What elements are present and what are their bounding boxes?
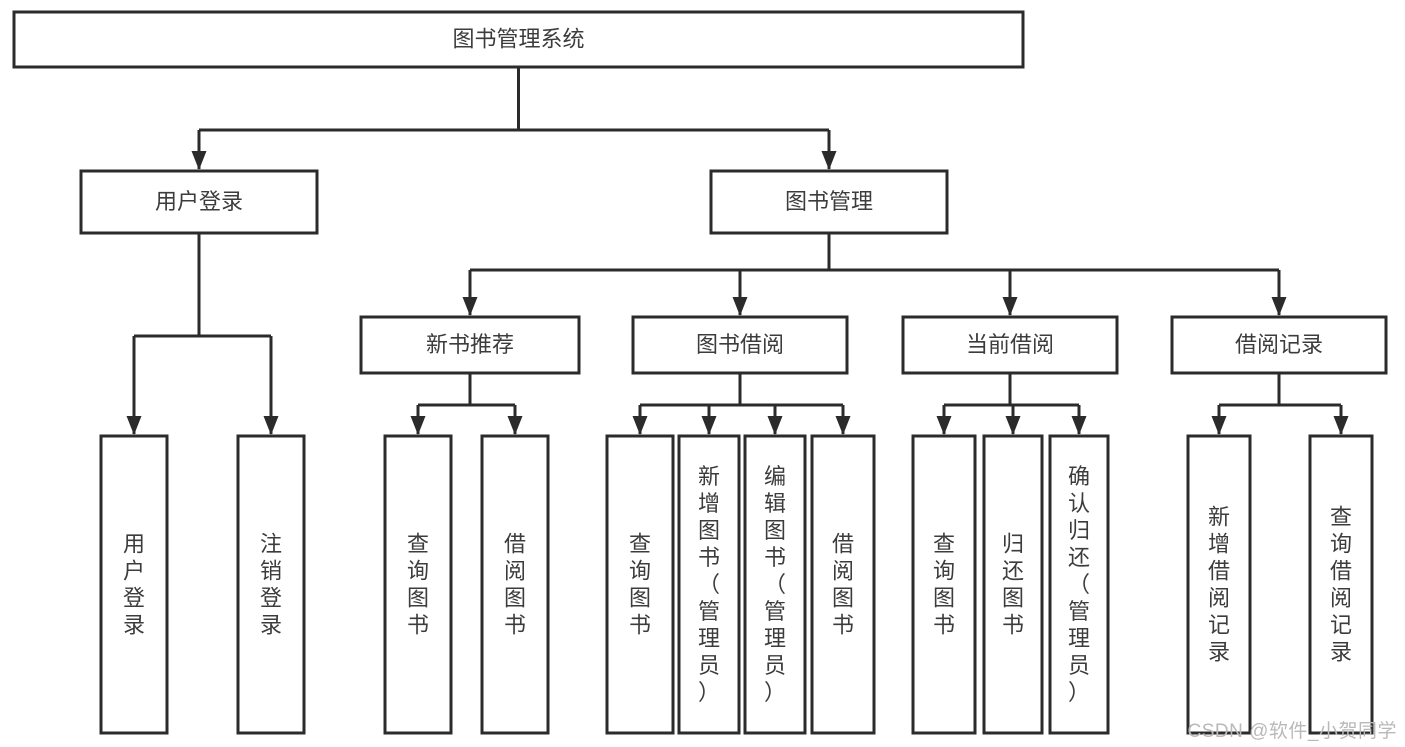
leaf-query-book-newbook-label: 查询图书 bbox=[407, 532, 429, 638]
arrow-head-leaf-add-book bbox=[701, 416, 717, 435]
leaf-add-borrow-record[interactable]: 新增借阅记录 bbox=[1186, 434, 1252, 735]
arrow-head-user-login bbox=[191, 151, 207, 170]
leaf-query-book-borrow[interactable]: 查询图书 bbox=[605, 434, 675, 735]
leaf-borrow-book-borrow-label: 借阅图书 bbox=[832, 532, 854, 638]
arrow-head-leaf-user-login bbox=[126, 416, 142, 435]
edge-group-book-borrow bbox=[632, 373, 851, 435]
leaf-add-book-admin-label: 新增图书（管理员） bbox=[698, 464, 720, 705]
leaf-add-book-admin-box[interactable] bbox=[677, 434, 741, 735]
node-book-management-box[interactable] bbox=[709, 169, 949, 235]
leaf-return-book-label: 归还图书 bbox=[1002, 532, 1024, 638]
leaf-add-borrow-record-box[interactable] bbox=[1186, 434, 1252, 735]
leaf-user-logout[interactable]: 注销登录 bbox=[236, 434, 306, 735]
edges-layer bbox=[126, 67, 1349, 435]
node-new-book-recommend[interactable]: 新书推荐 bbox=[359, 315, 581, 375]
leaf-user-login-label: 用户登录 bbox=[123, 532, 145, 638]
edge-group-user-login bbox=[126, 233, 279, 435]
node-new-book-recommend-box[interactable] bbox=[359, 315, 581, 375]
leaf-query-book-newbook-box[interactable] bbox=[383, 434, 453, 735]
leaf-query-book-current-box[interactable] bbox=[911, 434, 977, 735]
edge-group-current-borrow bbox=[936, 373, 1087, 435]
node-user-login-box[interactable] bbox=[79, 169, 319, 235]
leaf-return-book-box[interactable] bbox=[982, 434, 1044, 735]
leaf-return-book[interactable]: 归还图书 bbox=[982, 434, 1044, 735]
root-node-label: 图书管理系统 bbox=[452, 26, 584, 51]
edge-group-book-manage bbox=[462, 233, 1287, 316]
node-borrow-record-box[interactable] bbox=[1170, 315, 1388, 375]
leaf-query-borrow-record[interactable]: 查询借阅记录 bbox=[1308, 434, 1374, 735]
leaf-borrow-book-newbook[interactable]: 借阅图书 bbox=[480, 434, 550, 735]
leaf-confirm-return-admin-box[interactable] bbox=[1048, 434, 1110, 735]
leaf-add-borrow-record-label: 新增借阅记录 bbox=[1208, 505, 1230, 665]
leaf-edit-book-admin[interactable]: 编辑图书（管理员） bbox=[743, 434, 807, 735]
node-book-management[interactable]: 图书管理 bbox=[709, 169, 949, 235]
arrow-head-book-manage bbox=[821, 151, 837, 170]
arrow-head-new-book-rec bbox=[462, 297, 478, 316]
arrow-head-book-borrow bbox=[732, 297, 748, 316]
node-borrow-record[interactable]: 借阅记录 bbox=[1170, 315, 1388, 375]
arrow-head-borrow-record bbox=[1271, 297, 1287, 316]
node-current-borrow-box[interactable] bbox=[901, 315, 1119, 375]
root-node[interactable]: 图书管理系统 bbox=[12, 10, 1025, 69]
arrow-head-leaf-query-book-1 bbox=[410, 416, 426, 435]
node-new-book-recommend-label: 新书推荐 bbox=[426, 332, 514, 357]
nodes-layer: 图书管理系统用户登录图书管理新书推荐图书借阅当前借阅借阅记录用户登录注销登录查询… bbox=[12, 10, 1388, 735]
leaf-borrow-book-newbook-box[interactable] bbox=[480, 434, 550, 735]
leaf-user-logout-label: 注销登录 bbox=[260, 532, 282, 638]
leaf-borrow-book-borrow-box[interactable] bbox=[810, 434, 876, 735]
node-user-login-label: 用户登录 bbox=[155, 189, 243, 214]
leaf-query-borrow-record-label: 查询借阅记录 bbox=[1330, 505, 1352, 665]
leaf-query-book-current[interactable]: 查询图书 bbox=[911, 434, 977, 735]
arrow-head-leaf-edit-book bbox=[767, 416, 783, 435]
arrow-head-leaf-borrow-book-1 bbox=[507, 416, 523, 435]
root-node-box[interactable] bbox=[12, 10, 1025, 69]
leaf-query-book-borrow-label: 查询图书 bbox=[629, 532, 651, 638]
edge-group-borrow-record bbox=[1211, 373, 1349, 435]
leaf-query-book-newbook[interactable]: 查询图书 bbox=[383, 434, 453, 735]
node-book-borrow-box[interactable] bbox=[631, 315, 849, 375]
edge-group-new-book-rec bbox=[410, 373, 523, 435]
leaf-add-book-admin[interactable]: 新增图书（管理员） bbox=[677, 434, 741, 735]
arrow-head-leaf-borrow-book-2 bbox=[835, 416, 851, 435]
arrow-head-leaf-return-book bbox=[1005, 416, 1021, 435]
arrow-head-leaf-add-record bbox=[1211, 416, 1227, 435]
edge-group-root bbox=[191, 67, 837, 170]
leaf-borrow-book-newbook-label: 借阅图书 bbox=[504, 532, 526, 638]
arrow-head-leaf-query-book-2 bbox=[632, 416, 648, 435]
node-current-borrow-label: 当前借阅 bbox=[966, 332, 1054, 357]
leaf-query-book-borrow-box[interactable] bbox=[605, 434, 675, 735]
leaf-confirm-return-admin[interactable]: 确认归还（管理员） bbox=[1048, 434, 1110, 735]
leaf-user-login-box[interactable] bbox=[99, 434, 169, 735]
node-book-borrow[interactable]: 图书借阅 bbox=[631, 315, 849, 375]
node-user-login[interactable]: 用户登录 bbox=[79, 169, 319, 235]
leaf-borrow-book-borrow[interactable]: 借阅图书 bbox=[810, 434, 876, 735]
arrow-head-leaf-confirm-return bbox=[1071, 416, 1087, 435]
node-current-borrow[interactable]: 当前借阅 bbox=[901, 315, 1119, 375]
arrow-head-leaf-query-book-3 bbox=[936, 416, 952, 435]
leaf-confirm-return-admin-label: 确认归还（管理员） bbox=[1068, 464, 1090, 705]
leaf-query-book-current-label: 查询图书 bbox=[933, 532, 955, 638]
watermark-text: CSDN @软件_小贺同学 bbox=[1187, 721, 1397, 742]
leaf-edit-book-admin-box[interactable] bbox=[743, 434, 807, 735]
arrow-head-current-borrow bbox=[1002, 297, 1018, 316]
node-book-borrow-label: 图书借阅 bbox=[696, 332, 784, 357]
node-borrow-record-label: 借阅记录 bbox=[1235, 332, 1323, 357]
leaf-user-login[interactable]: 用户登录 bbox=[99, 434, 169, 735]
arrow-head-leaf-query-record bbox=[1333, 416, 1349, 435]
leaf-query-borrow-record-box[interactable] bbox=[1308, 434, 1374, 735]
node-book-management-label: 图书管理 bbox=[785, 189, 873, 214]
leaf-user-logout-box[interactable] bbox=[236, 434, 306, 735]
leaf-edit-book-admin-label: 编辑图书（管理员） bbox=[764, 464, 786, 705]
arrow-head-leaf-user-logout bbox=[263, 416, 279, 435]
